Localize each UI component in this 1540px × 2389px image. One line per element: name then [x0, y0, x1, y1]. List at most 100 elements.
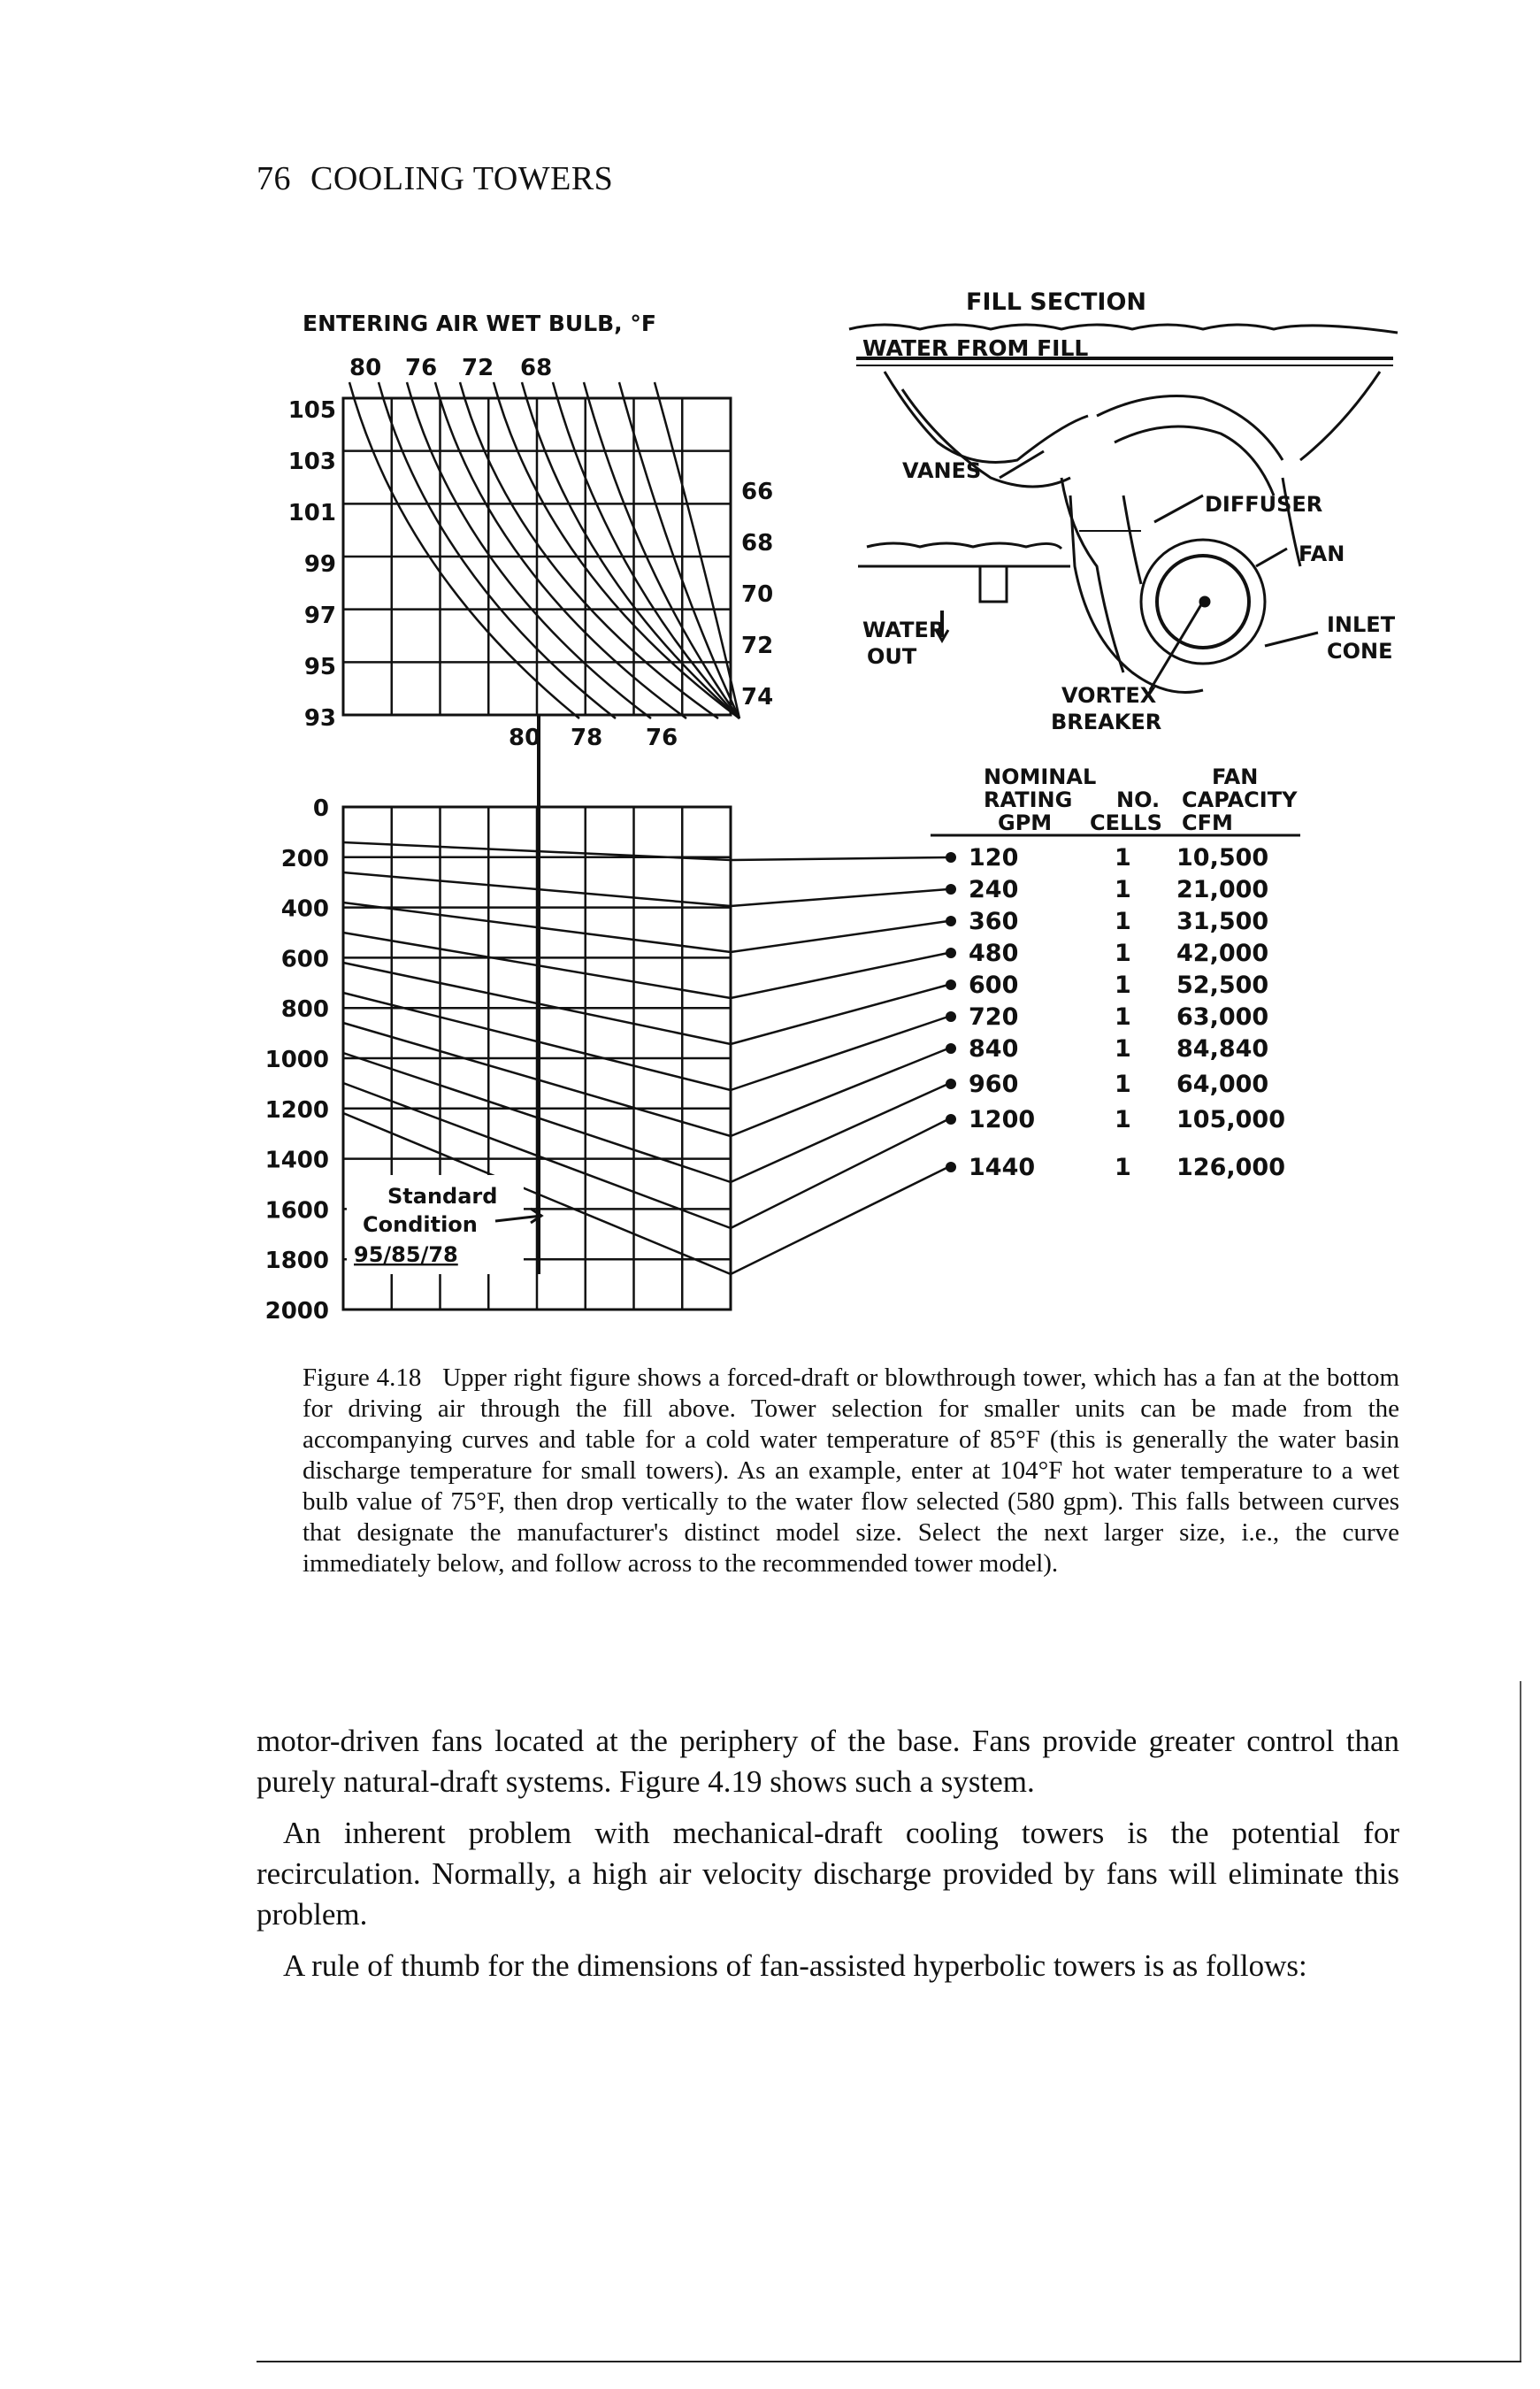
hot-water-label: 97	[304, 603, 336, 629]
table-cell-cells: 1	[1115, 876, 1131, 903]
arrow-icon	[494, 1207, 544, 1225]
flow-label: 2000	[265, 1298, 329, 1325]
table-cell-cells: 1	[1115, 908, 1131, 935]
flow-label: 1000	[265, 1047, 329, 1073]
row-bullet	[946, 1011, 956, 1022]
vane-curve-left	[883, 371, 1089, 464]
condition-label: Condition	[363, 1212, 478, 1237]
flow-label: 800	[281, 996, 329, 1023]
leader-line	[730, 983, 949, 1046]
wet-bulb-bottom-label: 78	[571, 725, 602, 751]
figure-caption: Figure 4.18 Upper right figure shows a f…	[303, 1363, 1399, 1579]
margin-rule	[1520, 1681, 1521, 2362]
down-arrow-icon	[934, 629, 950, 643]
row-bullet	[946, 1114, 956, 1125]
leader-line	[730, 856, 949, 862]
table-cell-gpm: 120	[969, 844, 1018, 872]
table-cell-cfm: 31,500	[1176, 908, 1268, 935]
fan-housing-outer	[1139, 538, 1267, 665]
table-cell-gpm: 240	[969, 876, 1018, 903]
flow-label: 1800	[265, 1248, 329, 1274]
flow-label: 600	[281, 946, 329, 972]
wet-bulb-right-label: 68	[741, 530, 773, 557]
vane-curve-left-2	[900, 388, 1071, 488]
table-cell-cfm: 105,000	[1176, 1106, 1285, 1133]
wet-bulb-curve	[377, 381, 617, 719]
fill-section-title: FILL SECTION	[966, 288, 1146, 316]
model-curve	[342, 871, 732, 908]
table-cell-cells: 1	[1115, 844, 1131, 872]
tower-diagram	[848, 323, 1398, 694]
model-curve	[342, 991, 732, 1092]
wet-bulb-top-label: 80	[349, 355, 381, 381]
wet-bulb-curve	[405, 381, 652, 719]
table-cell-cfm: 21,000	[1176, 876, 1268, 903]
flow-label: 1400	[265, 1148, 329, 1174]
table-cell-cells: 1	[1115, 1003, 1131, 1031]
row-bullet	[946, 884, 956, 895]
model-curve	[342, 961, 732, 1046]
fill-section-wave	[848, 323, 1398, 334]
body-paragraph-3: A rule of thumb for the dimensions of fa…	[283, 1948, 1307, 1983]
page-bottom-rule	[257, 2361, 1521, 2362]
wet-bulb-chart	[341, 381, 741, 720]
wet-bulb-right-label: 74	[741, 684, 773, 711]
wet-bulb-curve	[582, 381, 741, 719]
wet-bulb-right-label: 66	[741, 479, 773, 505]
standard-condition-value: 95/85/78	[354, 1242, 458, 1267]
casing-left	[1060, 477, 1125, 673]
wet-bulb-bottom-label: 80	[509, 725, 540, 751]
leader-line	[730, 1015, 949, 1092]
standard-label: Standard	[387, 1184, 497, 1209]
table-cell-cells: 1	[1115, 1106, 1131, 1133]
vanes-leader	[999, 449, 1045, 480]
wet-bulb-right-label: 70	[741, 581, 773, 608]
casing-mid	[1122, 495, 1143, 585]
table-cell-cfm: 52,500	[1176, 972, 1268, 999]
header-cells: CELLS	[1090, 810, 1162, 835]
fan-leader	[1255, 547, 1288, 568]
page-number: 76	[257, 160, 291, 197]
table-cell-cfm: 64,000	[1176, 1071, 1268, 1098]
figure-label: Figure 4.18	[303, 1363, 422, 1392]
vane-curve-far-right	[1299, 371, 1382, 462]
vanes-label: VANES	[902, 458, 981, 483]
flow-label: 400	[281, 896, 329, 923]
body-text: motor-driven fans located at the periphe…	[257, 1721, 1399, 1997]
hot-water-label: 99	[304, 551, 336, 578]
running-head-title: COOLING TOWERS	[310, 160, 614, 197]
leader-line	[730, 1118, 949, 1230]
row-bullet	[946, 979, 956, 990]
water-label: WATER	[862, 618, 945, 642]
inlet-leader	[1264, 631, 1319, 648]
inlet-label: INLET	[1327, 612, 1396, 637]
chart-title: ENTERING AIR WET BULB, °F	[303, 311, 656, 336]
model-curve	[342, 841, 732, 862]
hot-water-label: 101	[288, 500, 336, 526]
header-cfm: CFM	[1182, 810, 1233, 835]
body-paragraph-1: motor-driven fans located at the periphe…	[257, 1724, 1399, 1799]
table-cell-cfm: 63,000	[1176, 1003, 1268, 1031]
header-rating: RATING	[984, 787, 1072, 812]
flow-label: 1200	[265, 1097, 329, 1124]
wet-bulb-top-label: 76	[405, 355, 437, 381]
row-bullet	[946, 852, 956, 863]
diffuser-label: DIFFUSER	[1205, 492, 1322, 517]
body-paragraph-2: An inherent problem with mechanical-draf…	[257, 1816, 1399, 1932]
table-cell-gpm: 960	[969, 1071, 1018, 1098]
leader-line	[730, 887, 949, 908]
header-gpm: GPM	[998, 810, 1052, 835]
model-curve	[342, 1081, 732, 1230]
wet-bulb-curve	[348, 381, 580, 719]
table-cell-cfm: 42,000	[1176, 940, 1268, 967]
vortex-label: VORTEX	[1061, 683, 1157, 708]
wet-bulb-curve	[492, 381, 740, 720]
flow-label: 200	[281, 846, 329, 872]
row-bullet	[946, 1079, 956, 1089]
